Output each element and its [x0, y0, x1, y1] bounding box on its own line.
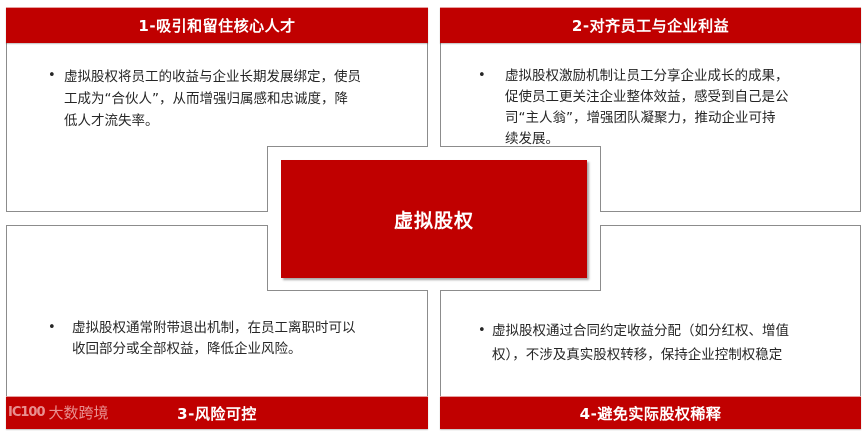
quadrant-2-header: 2-对齐员工与企业利益: [440, 7, 861, 43]
quadrant-3-description: 虚拟股权通常附带退出机制，在员工离职时可以 收回部分或全部权益，降低企业风险。: [72, 320, 356, 357]
bullet-icon: •: [478, 68, 486, 83]
center-concept-box: 虚拟股权: [281, 160, 587, 278]
quadrant-3-title: 3-风险可控: [177, 404, 257, 423]
quadrant-1-description: 虚拟股权将员工的收益与企业长期发展绑定，使员 工成为“合伙人”，从而增强归属感和…: [64, 69, 361, 129]
bullet-icon: •: [478, 323, 486, 338]
watermark: IC100 大数跨境: [8, 401, 109, 423]
center-title: 虚拟股权: [393, 209, 474, 232]
quadrant-4-header: 4-避免实际股权稀释: [440, 396, 861, 429]
bullet-icon: •: [48, 68, 56, 83]
quadrant-4-title: 4-避免实际股权稀释: [579, 404, 722, 423]
bullet-icon: •: [48, 320, 56, 335]
quadrant-3-header: 3-风险可控: [6, 396, 428, 429]
quadrant-1-header: 1-吸引和留住核心人才: [6, 7, 428, 43]
quadrant-4-description: 虚拟股权通过合同约定收益分配（如分红权、增值 权），不涉及真实股权转移，保持企业…: [492, 323, 789, 363]
quadrant-1-title: 1-吸引和留住核心人才: [138, 17, 296, 35]
quadrant-2-title: 2-对齐员工与企业利益: [571, 17, 730, 35]
quadrant-2-description: 虚拟股权激励机制让员工分享企业成长的成果， 促使员工更关注企业整体效益，感受到自…: [505, 68, 789, 147]
watermark-text: 大数跨境: [48, 403, 109, 422]
watermark-logo-icon: IC100: [8, 404, 46, 420]
